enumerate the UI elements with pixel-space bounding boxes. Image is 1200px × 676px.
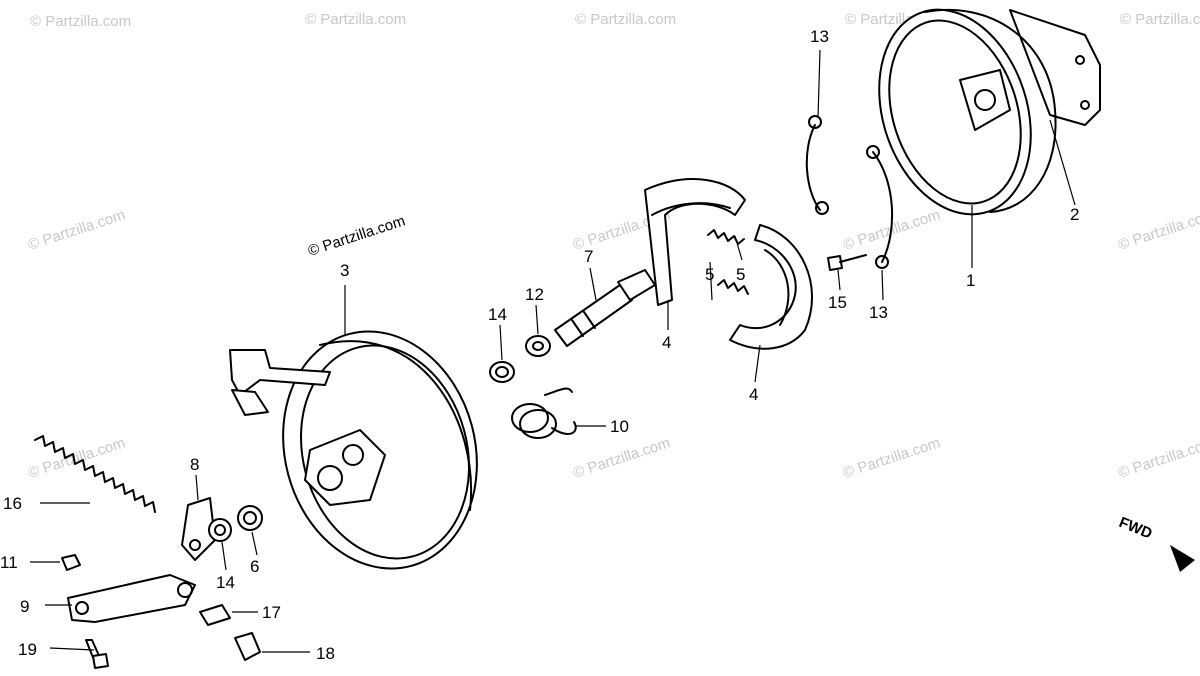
callout-label: 8 <box>190 455 199 474</box>
joint-nut[interactable] <box>234 632 261 661</box>
callout-label: 10 <box>610 417 629 436</box>
seal[interactable] <box>208 518 232 542</box>
brake-shoe[interactable] <box>644 178 746 306</box>
callout-label: 5 <box>705 265 714 284</box>
callout-label: 15 <box>828 293 847 312</box>
watermark: © Partzilla.com <box>305 11 406 28</box>
watermark: © Partzilla.com <box>1120 11 1200 28</box>
callout-label: 19 <box>18 640 37 659</box>
brake-panel[interactable] <box>229 310 503 591</box>
callout-label: 3 <box>340 261 349 280</box>
return-spring[interactable] <box>707 229 749 295</box>
callout-label: 2 <box>1070 205 1079 224</box>
callout-label: 13 <box>810 27 829 46</box>
callout-label: 5 <box>736 265 745 284</box>
brake-spring-clip[interactable] <box>805 115 829 215</box>
callout-label: 14 <box>488 305 507 324</box>
watermark-logo: © Partzilla.com <box>306 212 407 259</box>
callout-label: 1 <box>966 271 975 290</box>
watermark: © Partzilla.com <box>1116 206 1200 253</box>
watermark: © Partzilla.com <box>841 434 942 481</box>
fwd-label: FWD <box>1117 514 1155 543</box>
watermark: © Partzilla.com <box>575 11 676 28</box>
brake-cam[interactable] <box>554 269 656 347</box>
bolt[interactable] <box>85 639 109 669</box>
callout-label: 4 <box>749 385 758 404</box>
callout-label: 14 <box>216 573 235 592</box>
callout-label: 18 <box>316 644 335 663</box>
brake-arm[interactable] <box>67 574 196 623</box>
callouts: 13 2 1 3 4 4 5 5 6 7 8 9 10 11 12 13 14 … <box>0 27 1079 663</box>
bushing[interactable] <box>237 505 263 531</box>
callout-label: 13 <box>869 303 888 322</box>
nut[interactable] <box>61 554 81 571</box>
bolt[interactable] <box>827 254 867 271</box>
forward-direction-arrow: FWD <box>1117 514 1195 572</box>
seal[interactable] <box>489 361 515 383</box>
callout-label: 12 <box>525 285 544 304</box>
callout-label: 11 <box>0 553 18 572</box>
leader-lines <box>30 49 1076 653</box>
brake-shoe[interactable] <box>729 224 814 350</box>
watermark: © Partzilla.com <box>1116 434 1200 481</box>
brake-drum[interactable] <box>854 0 1101 234</box>
watermark: © Partzilla.com <box>26 434 127 481</box>
torsion-spring[interactable] <box>511 387 577 439</box>
brake-spring-clip[interactable] <box>866 145 894 269</box>
indicator-plate[interactable] <box>181 497 216 561</box>
callout-label: 4 <box>662 333 671 352</box>
callout-label: 17 <box>262 603 281 622</box>
callout-label: 7 <box>584 247 593 266</box>
watermarks: © Partzilla.com © Partzilla.com © Partzi… <box>26 11 1200 482</box>
watermark: © Partzilla.com <box>26 206 127 253</box>
watermark: © Partzilla.com <box>30 13 131 30</box>
washer[interactable] <box>525 335 551 357</box>
callout-label: 9 <box>20 597 29 616</box>
pin[interactable] <box>199 604 231 626</box>
arrow-head-icon <box>1170 545 1195 572</box>
coil-spring[interactable] <box>34 435 156 513</box>
callout-label: 6 <box>250 557 259 576</box>
callout-label: 16 <box>3 494 22 513</box>
watermark: © Partzilla.com <box>571 434 672 481</box>
